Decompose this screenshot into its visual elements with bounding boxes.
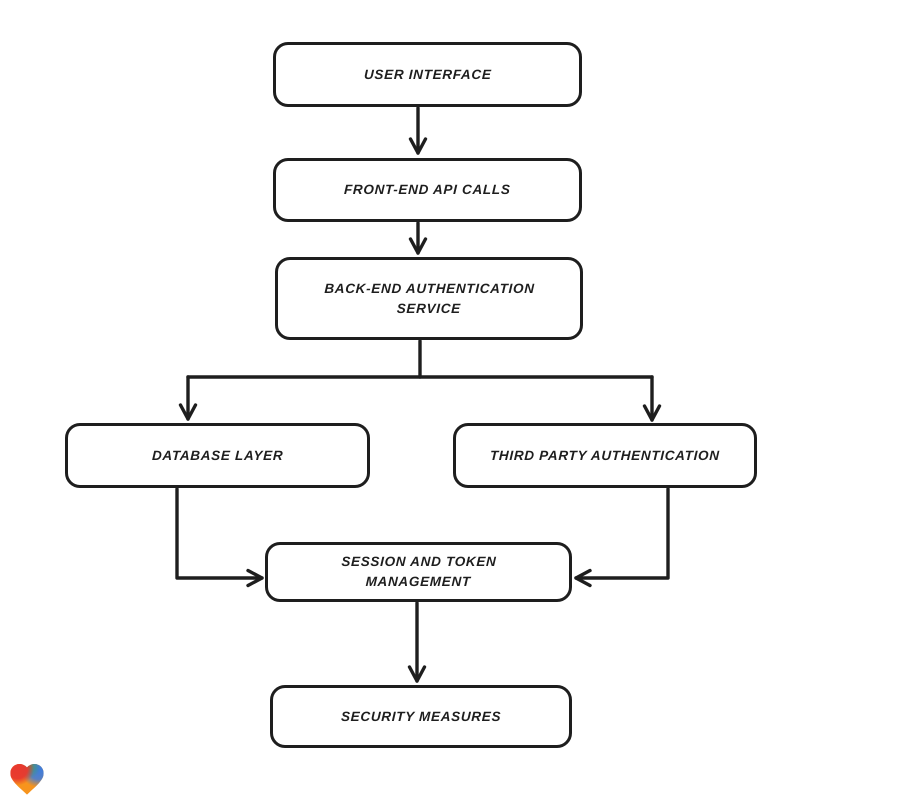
node-label: SECURITY MEASURES	[340, 708, 502, 724]
node-user-interface[interactable]: USER INTERFACE	[273, 42, 582, 107]
node-label: SESSION AND TOKEN MANAGEMENT	[340, 554, 497, 589]
node-third-party-authentication[interactable]: THIRD PARTY AUTHENTICATION	[453, 423, 757, 488]
node-front-end-api-calls[interactable]: FRONT-END API CALLS	[273, 158, 582, 222]
node-session-and-token-management[interactable]: SESSION AND TOKEN MANAGEMENT	[265, 542, 572, 602]
arrow-ui-to-api	[408, 106, 428, 155]
heart-shape	[10, 764, 44, 795]
arrow-backend-branch	[178, 339, 662, 422]
arrow-session-to-security	[407, 601, 427, 683]
node-label: USER INTERFACE	[363, 66, 492, 82]
node-label: BACK-END AUTHENTICATION SERVICE	[323, 280, 535, 316]
arrow-third-to-session	[574, 487, 670, 588]
node-security-measures[interactable]: SECURITY MEASURES	[270, 685, 572, 748]
node-database-layer[interactable]: DATABASE LAYER	[65, 423, 370, 488]
arrow-db-to-session	[175, 487, 264, 588]
gradient-heart-logo[interactable]	[7, 758, 47, 800]
arrow-api-to-backend	[408, 221, 428, 255]
node-label: DATABASE LAYER	[151, 447, 284, 463]
node-back-end-authentication-service[interactable]: BACK-END AUTHENTICATION SERVICE	[275, 257, 583, 340]
node-label: THIRD PARTY AUTHENTICATION	[489, 447, 721, 463]
node-label: FRONT-END API CALLS	[343, 182, 512, 198]
